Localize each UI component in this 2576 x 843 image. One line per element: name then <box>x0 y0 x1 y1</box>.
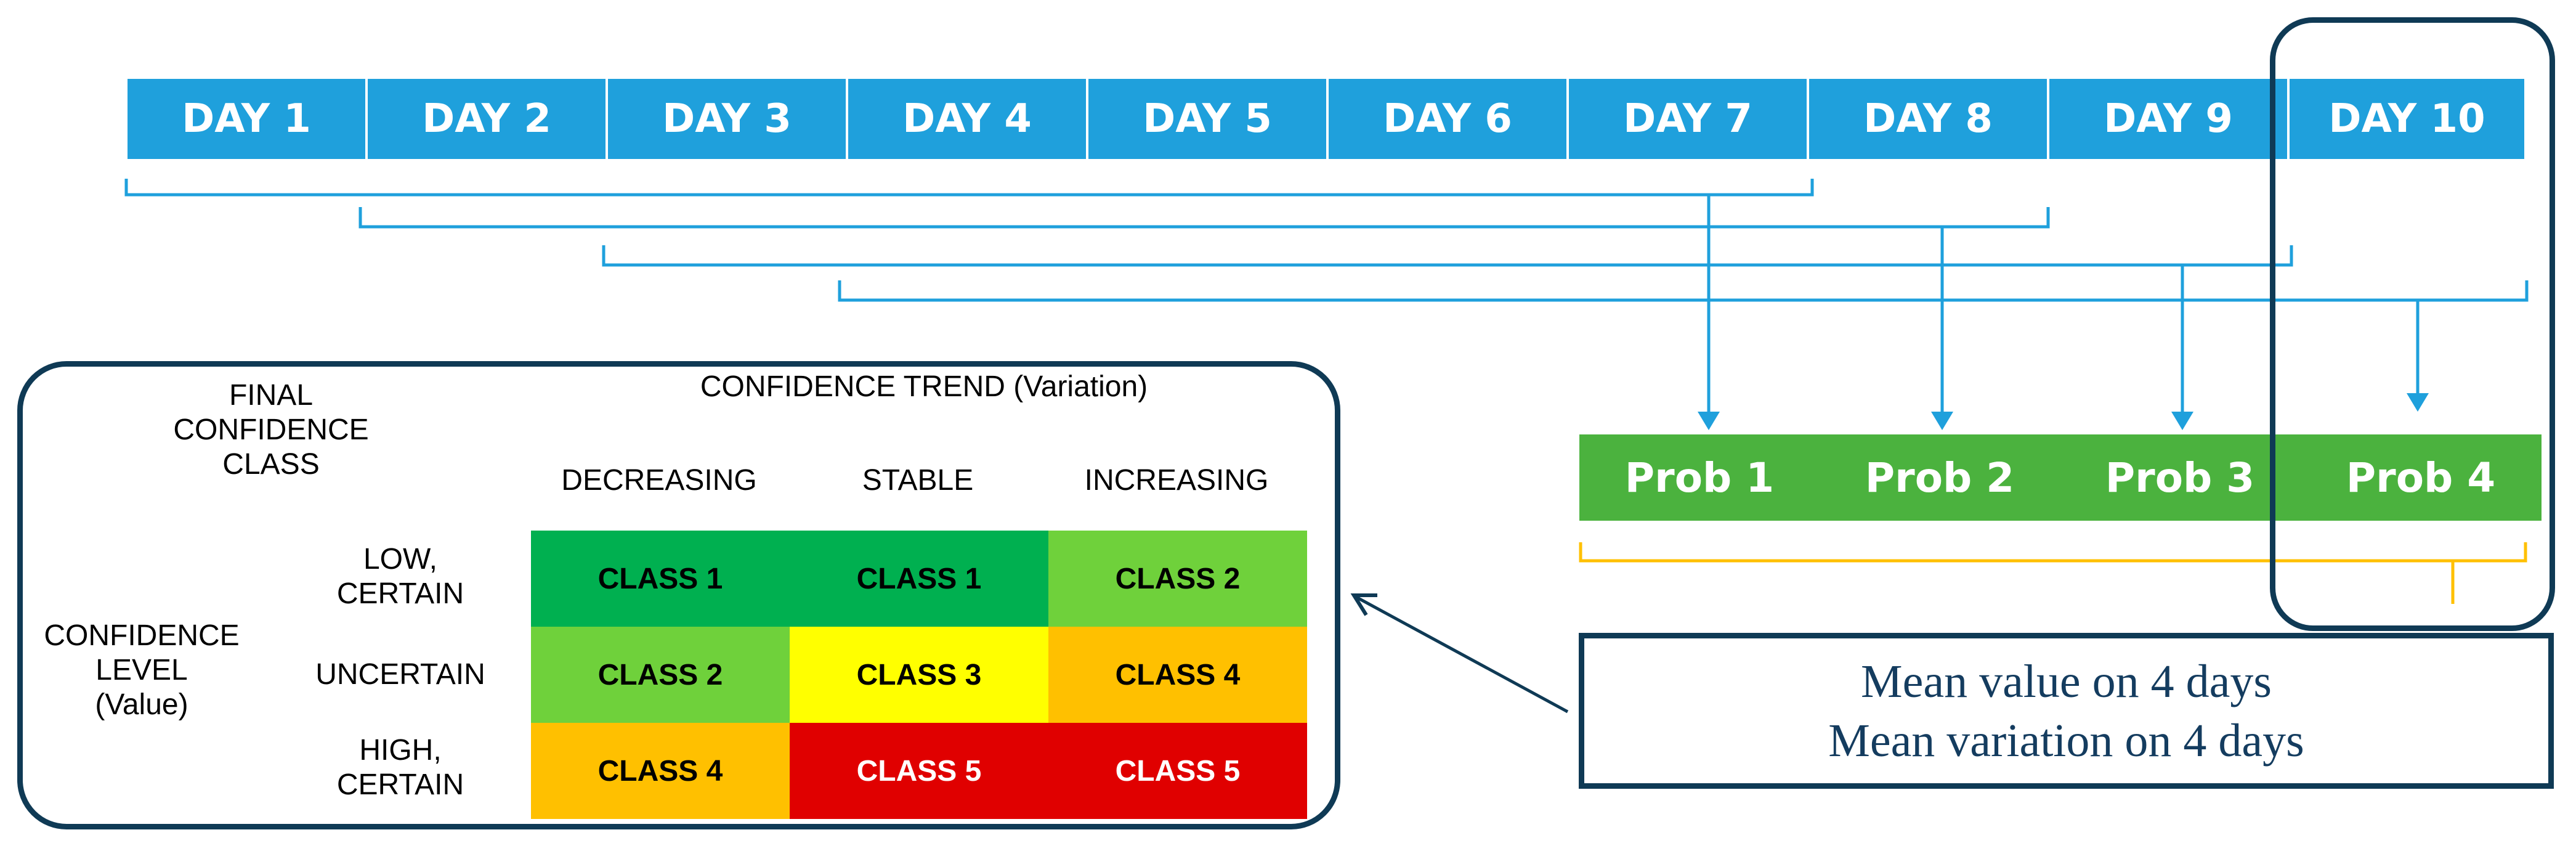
day-box: DAY 8 <box>1809 79 2049 159</box>
day-box: DAY 2 <box>368 79 608 159</box>
day-box: DAY 4 <box>848 79 1088 159</box>
trend-col-stable: STABLE <box>862 464 974 497</box>
prob-box: Prob 4 <box>2300 434 2542 521</box>
matrix-cell-class1: CLASS 1 <box>790 531 1048 627</box>
prob-box: Prob 3 <box>2060 434 2300 521</box>
trend-col-increasing: INCREASING <box>1084 464 1269 497</box>
matrix-cell-class4: CLASS 4 <box>1048 627 1307 723</box>
bracket-days-4-10 <box>838 280 2529 302</box>
mean-variation-text: Mean variation on 4 days <box>1828 714 2304 767</box>
matrix-cell-class1: CLASS 1 <box>531 531 790 627</box>
prob-box: Prob 2 <box>1820 434 2060 521</box>
matrix-cell-class5: CLASS 5 <box>790 723 1048 819</box>
bracket-probs <box>1579 542 2527 604</box>
day-box: DAY 10 <box>2290 79 2524 159</box>
mean-summary-box: Mean value on 4 days Mean variation on 4… <box>1579 633 2554 789</box>
matrix-cell-class4: CLASS 4 <box>531 723 790 819</box>
arrow-to-matrix <box>1354 595 1569 714</box>
mean-value-text: Mean value on 4 days <box>1861 655 2272 707</box>
row-label-low-certain: LOW, CERTAIN <box>336 543 464 610</box>
day-box: DAY 9 <box>2049 79 2290 159</box>
matrix-cell-class2: CLASS 2 <box>531 627 790 723</box>
day-box: DAY 1 <box>128 79 368 159</box>
day10-highlight-frame <box>2270 17 2555 631</box>
bracket-days-1-7 <box>124 179 1814 197</box>
matrix-cell-class3: CLASS 3 <box>790 627 1048 723</box>
bracket-days-3-9 <box>602 245 2293 267</box>
row-label-high-certain: HIGH, CERTAIN <box>336 734 464 801</box>
final-confidence-class-label: FINAL CONFIDENCE CLASS <box>173 379 369 481</box>
row-label-uncertain: UNCERTAIN <box>315 658 485 691</box>
day-box: DAY 3 <box>608 79 848 159</box>
day-box: DAY 6 <box>1329 79 1569 159</box>
matrix-cell-class5: CLASS 5 <box>1048 723 1307 819</box>
prob-box: Prob 1 <box>1579 434 1820 521</box>
bracket-days-2-8 <box>358 207 2050 229</box>
confidence-level-label: CONFIDENCE LEVEL (Value) <box>44 619 240 721</box>
matrix-cell-class2: CLASS 2 <box>1048 531 1307 627</box>
trend-col-decreasing: DECREASING <box>561 464 757 497</box>
day-box: DAY 7 <box>1569 79 1809 159</box>
confidence-trend-title: CONFIDENCE TREND (Variation) <box>700 370 1148 403</box>
day-box: DAY 5 <box>1088 79 1329 159</box>
confidence-matrix-panel <box>17 361 1340 829</box>
